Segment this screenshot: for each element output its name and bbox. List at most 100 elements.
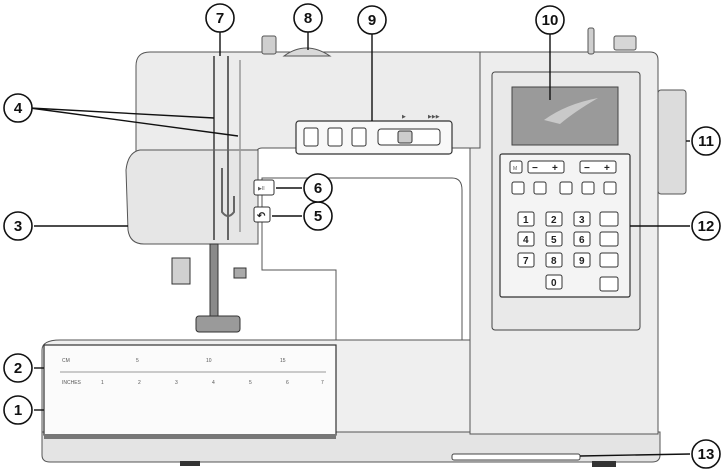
callout-13: 13 bbox=[691, 439, 721, 469]
thread-guides bbox=[213, 56, 241, 240]
width-minus: − bbox=[532, 163, 538, 174]
callout-label-9: 9 bbox=[368, 12, 376, 29]
digit-label-5: 5 bbox=[551, 235, 557, 246]
callout-3: 3 bbox=[3, 211, 33, 241]
digit-label-6: 6 bbox=[579, 235, 585, 246]
hand-wheel bbox=[657, 89, 687, 195]
leader-lines bbox=[29, 32, 691, 457]
extension-table: CM INCHES 5 10 15 1 2 3 4 5 6 7 bbox=[43, 344, 337, 439]
digit-key-9[interactable] bbox=[573, 252, 591, 268]
carry-handle-slot bbox=[451, 453, 581, 461]
digit-key-4[interactable] bbox=[517, 231, 535, 247]
ruler-inch-label-4: 4 bbox=[212, 380, 215, 386]
digit-label-4: 4 bbox=[523, 235, 529, 246]
width-adjust-key[interactable] bbox=[527, 160, 565, 174]
callout-1: 1 bbox=[3, 395, 33, 425]
needle-area bbox=[171, 243, 247, 333]
callout-label-12: 12 bbox=[698, 218, 715, 235]
digit-key-3[interactable] bbox=[573, 211, 591, 227]
callout-label-6: 6 bbox=[314, 180, 322, 197]
left-arrow-key[interactable] bbox=[533, 181, 547, 195]
callout-10: 10 bbox=[535, 5, 565, 35]
twin-needle-key[interactable] bbox=[599, 276, 619, 292]
ruler-cm-unit: CM bbox=[62, 358, 70, 364]
ruler-inch-label-2: 2 bbox=[138, 380, 141, 386]
needle-stop-key[interactable] bbox=[599, 211, 619, 227]
length-minus: − bbox=[584, 163, 590, 174]
ruler-inch-label-6: 6 bbox=[286, 380, 289, 386]
ruler-inch-label-5: 5 bbox=[249, 380, 252, 386]
left-foot bbox=[180, 461, 200, 466]
speed-slider-knob[interactable] bbox=[397, 130, 413, 144]
start-stop-button[interactable] bbox=[253, 179, 275, 196]
ruler-inch-label-1: 1 bbox=[101, 380, 104, 386]
callout-9: 9 bbox=[357, 5, 387, 35]
extension-table-body bbox=[43, 344, 337, 436]
digit-label-1: 1 bbox=[523, 215, 529, 226]
lcd-logo bbox=[544, 98, 598, 124]
callout-label-13: 13 bbox=[698, 446, 715, 463]
width-plus: + bbox=[552, 163, 558, 174]
reverse-button[interactable] bbox=[253, 206, 271, 223]
callout-label-2: 2 bbox=[14, 360, 22, 377]
bobbin-winder bbox=[613, 35, 637, 51]
speed-slow-mark: ▶ bbox=[402, 114, 406, 120]
digit-key-6[interactable] bbox=[573, 231, 591, 247]
digit-key-1[interactable] bbox=[517, 211, 535, 227]
callout-label-7: 7 bbox=[216, 10, 224, 27]
digit-label-0: 0 bbox=[551, 278, 557, 289]
callout-label-1: 1 bbox=[14, 402, 22, 419]
digit-key-8[interactable] bbox=[545, 252, 563, 268]
save-key[interactable] bbox=[511, 181, 525, 195]
right-arrow-key[interactable] bbox=[559, 181, 573, 195]
callout-label-3: 3 bbox=[14, 218, 22, 235]
reverse-icon: ↶ bbox=[256, 211, 266, 222]
callout-12: 12 bbox=[691, 211, 721, 241]
pattern-end-key[interactable] bbox=[599, 252, 619, 268]
memory-key[interactable] bbox=[509, 160, 523, 174]
delete-key[interactable] bbox=[603, 181, 617, 195]
digit-key-2[interactable] bbox=[545, 211, 563, 227]
spool-pin-right bbox=[587, 27, 595, 55]
sewing-opening bbox=[261, 177, 463, 341]
ruler-cm-label-15: 15 bbox=[280, 358, 286, 364]
callout-markers: 1 2 3 4 5 6 7 8 9 10 11 12 13 bbox=[3, 3, 721, 469]
presser-foot bbox=[195, 315, 241, 333]
digit-label-3: 3 bbox=[579, 215, 585, 226]
digit-key-0[interactable] bbox=[545, 274, 563, 290]
digit-label-2: 2 bbox=[551, 215, 557, 226]
callout-6: 6 bbox=[303, 173, 333, 203]
ruler-cm-label-10: 10 bbox=[206, 358, 212, 364]
callout-label-8: 8 bbox=[304, 10, 312, 27]
ruler-cm-label-5: 5 bbox=[136, 358, 139, 364]
needle-position-button[interactable] bbox=[303, 127, 319, 147]
callout-4: 4 bbox=[3, 93, 33, 123]
take-up-lever bbox=[221, 168, 235, 217]
digit-key-5[interactable] bbox=[545, 231, 563, 247]
reverse-pattern-button[interactable] bbox=[327, 127, 343, 147]
callout-label-5: 5 bbox=[314, 208, 322, 225]
callout-label-4: 4 bbox=[14, 100, 23, 117]
leader-4a bbox=[29, 107, 215, 119]
callout-label-11: 11 bbox=[698, 133, 714, 150]
digit-label-8: 8 bbox=[551, 256, 557, 267]
length-plus: + bbox=[604, 163, 610, 174]
leader-4b bbox=[29, 107, 239, 137]
extension-table-lip bbox=[44, 434, 336, 439]
digit-label-9: 9 bbox=[579, 256, 585, 267]
leader-13 bbox=[579, 453, 691, 457]
function-panel: ▶ ▶▶▶ bbox=[295, 114, 453, 155]
mirror-key[interactable] bbox=[581, 181, 595, 195]
digit-key-7[interactable] bbox=[517, 252, 535, 268]
callout-11: 11 bbox=[691, 126, 721, 156]
tie-off-key[interactable] bbox=[599, 231, 619, 247]
thread-cut-button[interactable] bbox=[351, 127, 367, 147]
digit-label-7: 7 bbox=[523, 256, 529, 267]
length-adjust-key[interactable] bbox=[579, 160, 617, 174]
spool-pin bbox=[261, 35, 277, 55]
keypad: M − + − + 1 2 3 4 5 6 7 8 bbox=[499, 153, 631, 298]
number-keys: 1 2 3 4 5 6 7 8 9 0 bbox=[517, 211, 591, 290]
ruler-inch-label-3: 3 bbox=[175, 380, 178, 386]
needle-clamp bbox=[233, 267, 247, 279]
ruler-inch-unit: INCHES bbox=[62, 380, 82, 386]
